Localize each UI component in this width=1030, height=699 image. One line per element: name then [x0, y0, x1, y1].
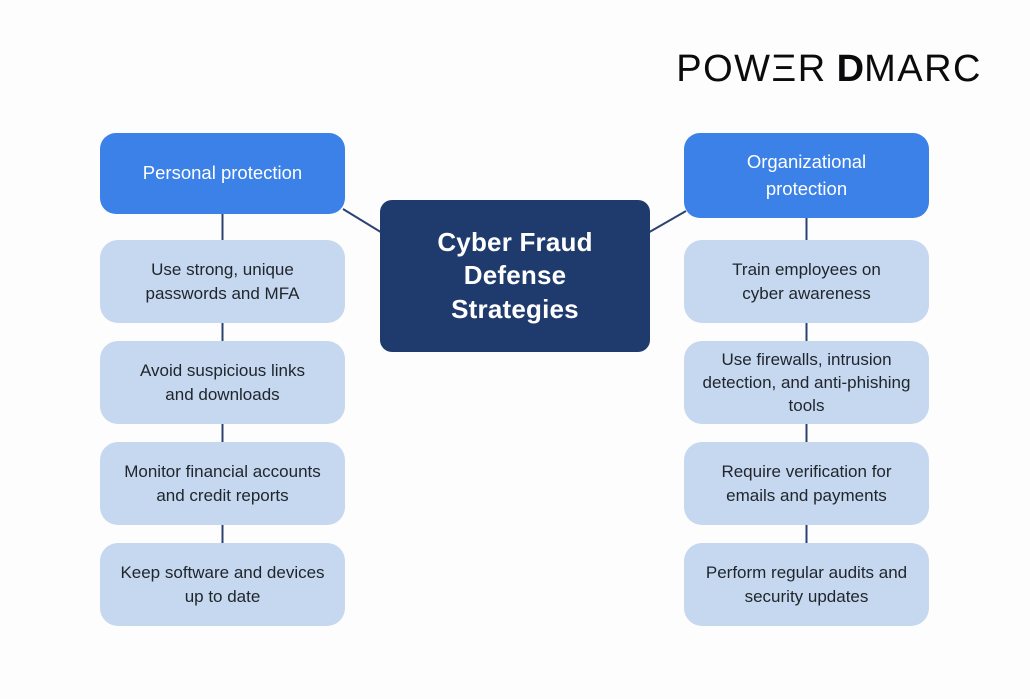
item-text: Use strong, unique passwords and MFA	[145, 260, 300, 303]
item-node-strong-passwords: Use strong, unique passwords and MFA	[100, 240, 345, 323]
item-text: Require verification for emails and paym…	[721, 462, 892, 505]
item-node-keep-software-updated: Keep software and devices up to date	[100, 543, 345, 626]
logo-text-r: R	[797, 48, 827, 90]
item-node-train-employees: Train employees on cyber awareness	[684, 240, 929, 323]
item-node-perform-regular-audits: Perform regular audits and security upda…	[684, 543, 929, 626]
branch-header-label: Personal protection	[142, 162, 303, 184]
item-text: Perform regular audits and security upda…	[705, 563, 908, 606]
item-text: Monitor financial accounts and credit re…	[124, 462, 321, 505]
item-text: Keep software and devices up to date	[120, 563, 325, 606]
branch-header-personal-protection: Personal protection	[100, 133, 345, 214]
item-text: Avoid suspicious links and downloads	[139, 361, 306, 404]
center-title-text: Cyber Fraud Defense Strategies	[437, 227, 593, 324]
logo-text-d: D	[836, 48, 865, 90]
right-to-center-line	[645, 210, 687, 235]
item-node-monitor-financial-accounts: Monitor financial accounts and credit re…	[100, 442, 345, 525]
branch-header-organizational-protection: Organizational protection	[684, 133, 929, 218]
logo-xi-glyph: Ξ	[771, 48, 798, 90]
item-node-require-verification: Require verification for emails and paym…	[684, 442, 929, 525]
logo-text-pow: POW	[676, 48, 772, 90]
left-to-center-line	[342, 208, 385, 235]
branch-header-label: Organizational protection	[746, 150, 867, 199]
item-node-avoid-suspicious-links: Avoid suspicious links and downloads	[100, 341, 345, 424]
item-text: Use firewalls, intrusion detection, and …	[702, 349, 911, 416]
item-node-use-firewalls: Use firewalls, intrusion detection, and …	[684, 341, 929, 424]
item-text: Train employees on cyber awareness	[732, 260, 881, 303]
center-node-title: Cyber Fraud Defense Strategies	[380, 200, 650, 352]
logo-text-marc: MARC	[864, 48, 982, 90]
